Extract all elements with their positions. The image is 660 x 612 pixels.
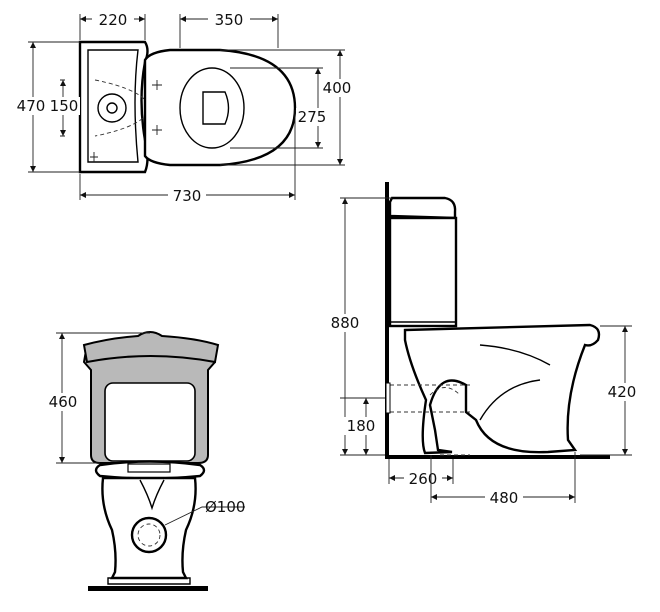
front-cistern-panel — [104, 382, 196, 462]
top-outlet-core — [106, 102, 118, 114]
dim-180-bg — [344, 417, 380, 435]
top-outlet-circle — [97, 93, 127, 123]
dim-350-bg — [208, 10, 250, 28]
top-bowl-outline — [143, 48, 297, 167]
dim-470-label: 470 — [17, 97, 46, 115]
front-base — [107, 577, 191, 585]
side-hidden-arc — [429, 387, 461, 396]
dim-180-label: 180 — [347, 417, 376, 435]
dim-730-label: 730 — [173, 187, 202, 205]
dim-150-bg — [48, 97, 80, 115]
dim-470-bg — [16, 97, 50, 115]
top-bowl-drain — [202, 91, 230, 125]
dim-480-bg — [485, 488, 523, 506]
side-cistern-body — [388, 216, 458, 328]
dim-350-label: 350 — [215, 11, 244, 29]
dim-220-label: 220 — [99, 11, 128, 29]
dim-diameter-label: Ø100 — [205, 498, 245, 516]
dim-400-bg — [322, 79, 360, 97]
top-fixing-mark-cistern — [90, 152, 98, 162]
dim-420-bg — [604, 383, 642, 401]
side-bowl-outline — [403, 323, 601, 455]
dim-880-bg — [326, 314, 364, 332]
side-bowl-rim-line — [479, 344, 551, 366]
side-cistern-lid — [388, 196, 457, 220]
side-view: 880 180 420 260 480 — [326, 182, 642, 507]
top-fixing-mark-upper — [152, 80, 162, 90]
front-cistern-lid — [82, 331, 220, 364]
top-tick-marks — [60, 79, 65, 137]
dim-460-label: 460 — [49, 393, 78, 411]
dim-730-bg — [168, 186, 206, 204]
dim-260-bg — [404, 469, 442, 487]
top-cistern-inner — [87, 49, 139, 163]
dim-150-label: 150 — [50, 97, 79, 115]
dim-880-label: 880 — [331, 314, 360, 332]
top-fixing-mark-lower — [152, 125, 162, 135]
dim-150-arrows — [60, 80, 66, 136]
dim-diameter-leader — [164, 506, 245, 526]
dim-275-label: 275 — [298, 108, 327, 126]
dim-400-label: 400 — [323, 79, 352, 97]
top-view: 220 350 400 275 470 150 730 — [16, 10, 360, 205]
dim-480-label: 480 — [490, 489, 519, 507]
side-bowl-trap-line — [479, 379, 541, 421]
dim-260-label: 260 — [409, 470, 438, 488]
side-floor — [385, 455, 610, 459]
front-pedestal-detail — [139, 479, 165, 511]
side-wall — [385, 182, 389, 459]
dim-460-bg — [44, 393, 82, 411]
top-bowl-opening — [179, 67, 245, 149]
dim-275-bg — [296, 108, 334, 126]
dim-420-label: 420 — [608, 383, 637, 401]
dim-180-arrows — [363, 398, 369, 455]
top-cistern-outline — [78, 40, 149, 174]
dim-220-bg — [92, 10, 134, 28]
front-outlet-hidden — [137, 523, 161, 547]
front-hinge — [127, 463, 171, 473]
side-wall-flange — [385, 382, 391, 414]
front-view: 460 Ø100 — [44, 331, 245, 591]
dim-400-line — [220, 49, 345, 166]
side-hidden-outlet — [390, 384, 470, 413]
front-floor — [88, 586, 208, 591]
front-outlet-ring — [130, 516, 168, 554]
